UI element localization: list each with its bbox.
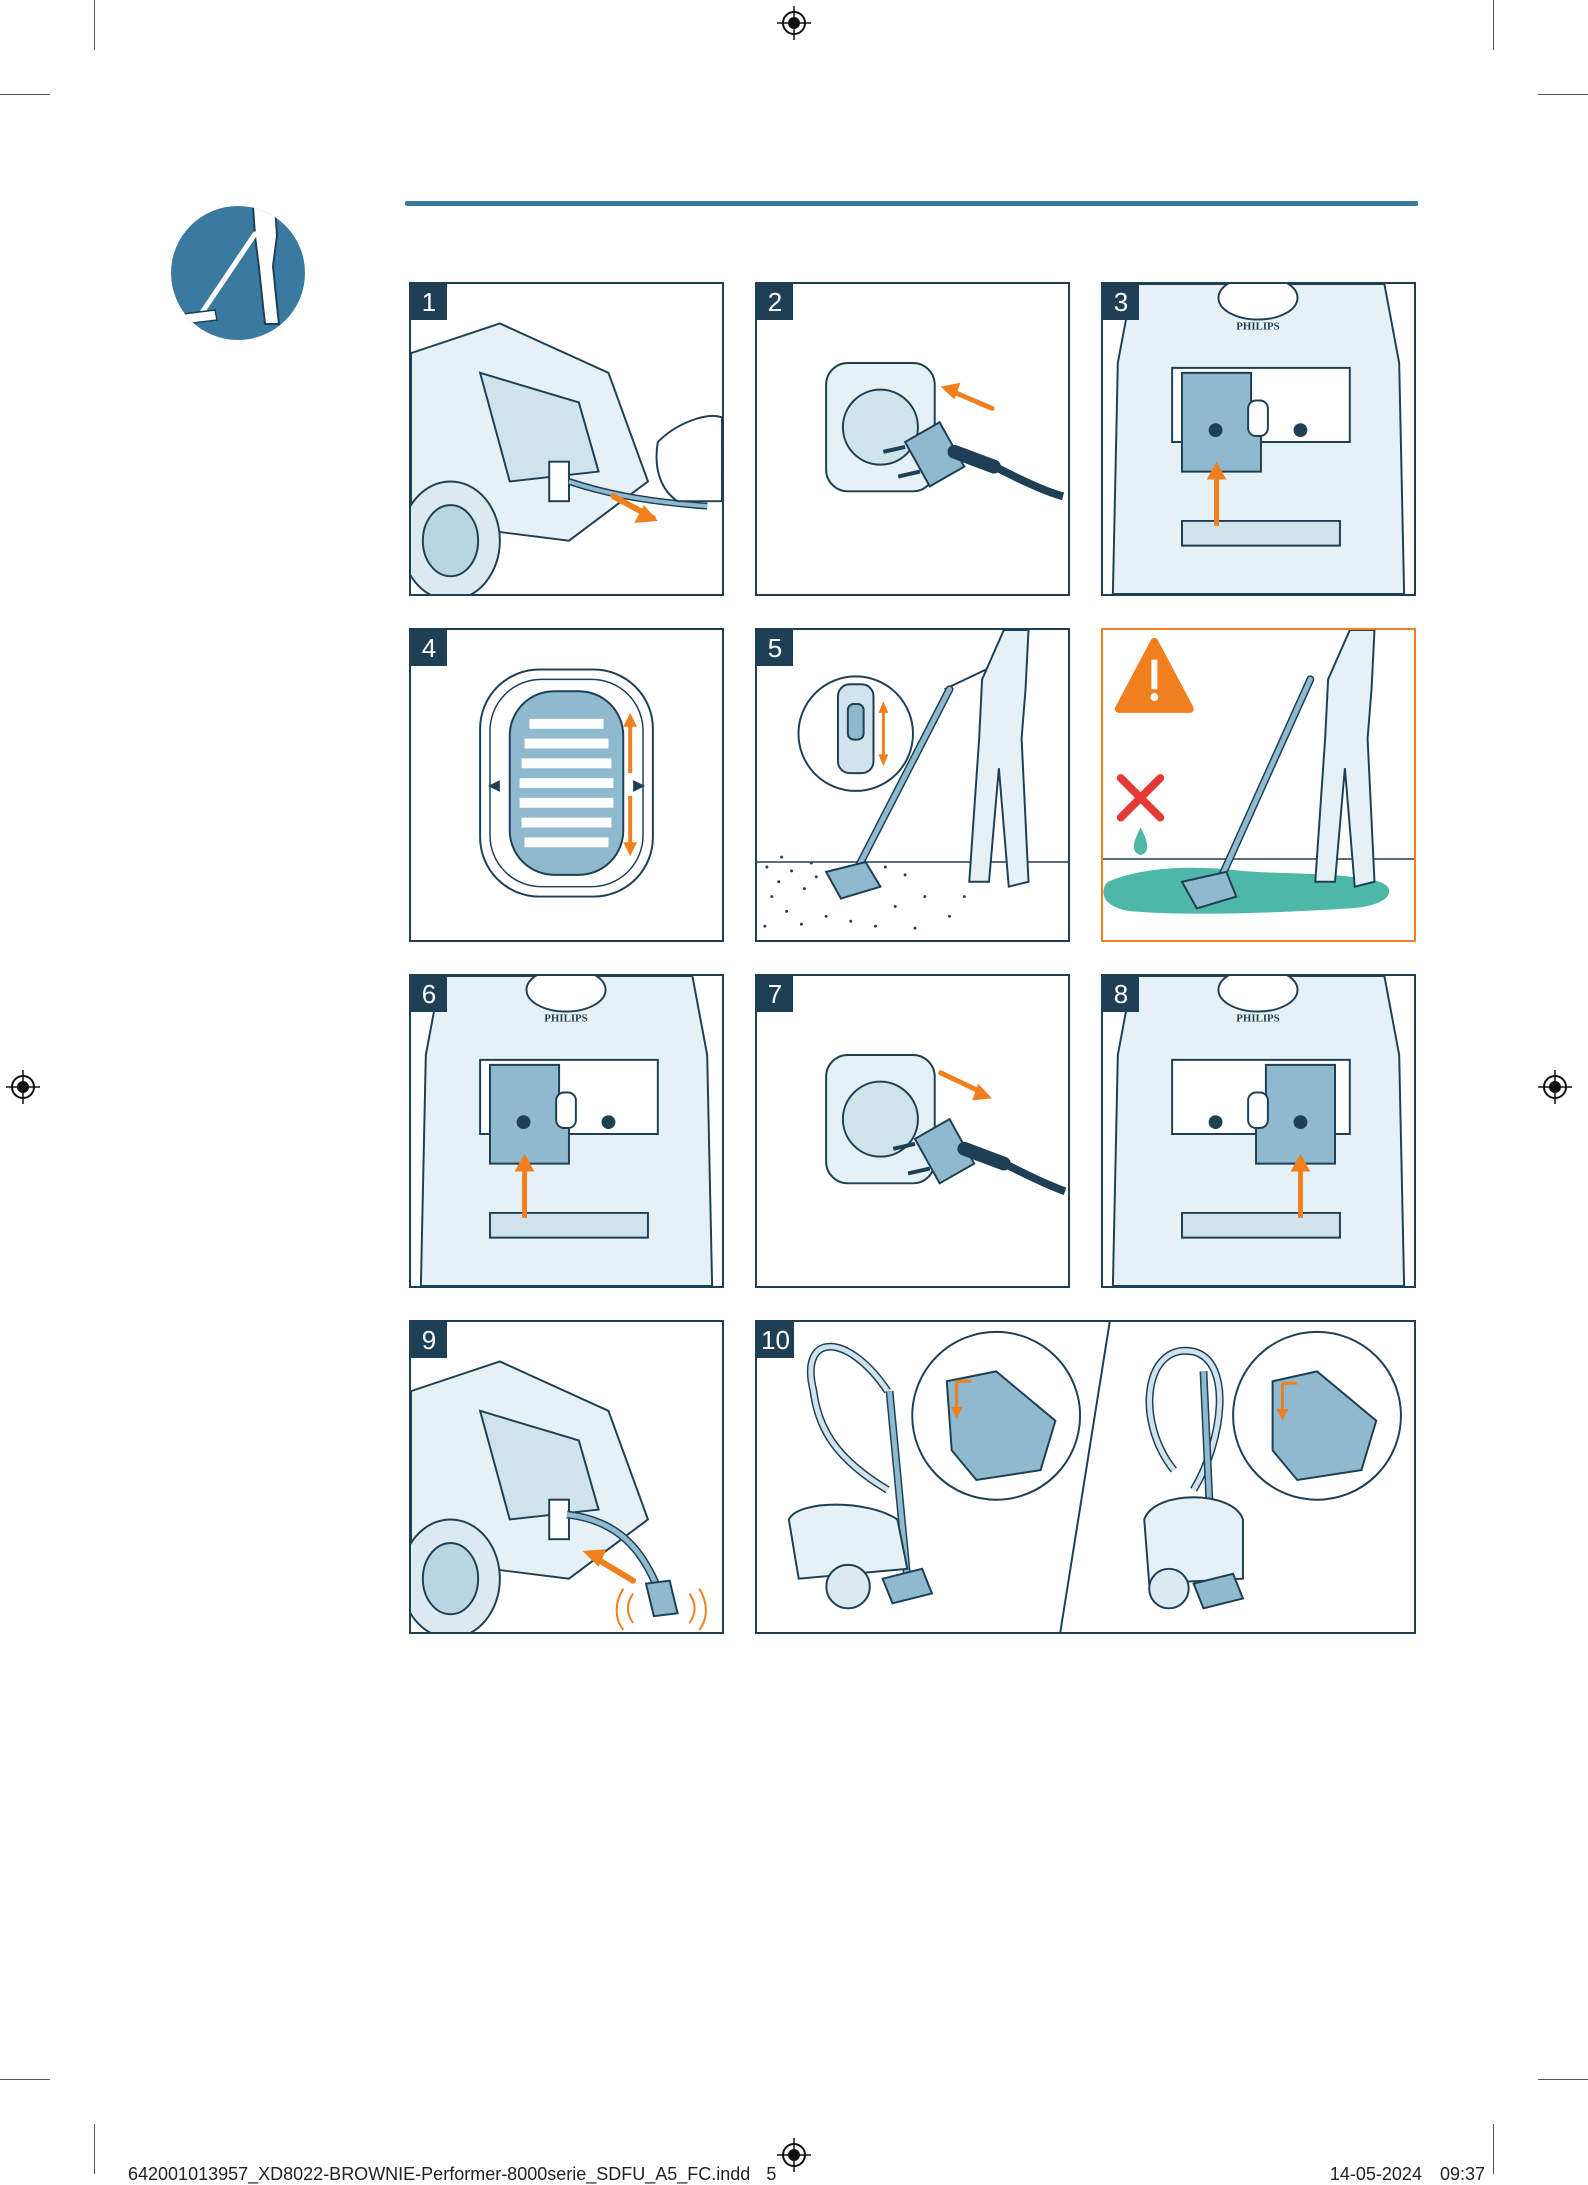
step-number: 5: [757, 630, 793, 666]
cord-rewind-button-icon: PHILIPS: [1111, 976, 1406, 1286]
brand-logo: PHILIPS: [544, 1012, 587, 1024]
telescopic-tube-adjust-icon: [757, 630, 1068, 930]
step-number: 4: [411, 630, 447, 666]
pull-cord-icon: [411, 322, 722, 594]
footer-date: 14-05-2024: [1329, 2164, 1422, 2184]
warning-panel: [1101, 628, 1416, 942]
step-panel-6: 6 PHILIPS: [409, 974, 724, 1288]
storage-park-position-icon: [787, 1322, 1402, 1632]
step-panel-8: 8 PHILIPS: [1101, 974, 1416, 1288]
crop-mark: [1493, 0, 1494, 50]
footer-timestamp: 14-05-2024 09:37: [1330, 2164, 1485, 2185]
step-number: 8: [1103, 976, 1139, 1012]
crop-mark: [0, 2079, 50, 2080]
crop-mark: [94, 2124, 95, 2174]
registration-mark-icon: [777, 6, 811, 40]
step-panel-7: 7: [755, 974, 1070, 1288]
crop-mark: [0, 94, 50, 95]
vacuuming-person-icon: [182, 206, 281, 325]
section-badge: [171, 206, 305, 340]
power-switch-off-icon: PHILIPS: [419, 976, 714, 1286]
step-number: 10: [757, 1322, 794, 1358]
footer-file-info: 642001013957_XD8022-BROWNIE-Performer-80…: [128, 2164, 776, 2185]
step-panel-2: 2: [755, 282, 1070, 596]
step-number: 2: [757, 284, 793, 320]
step-number: 7: [757, 976, 793, 1012]
brand-logo: PHILIPS: [1236, 320, 1279, 332]
warning-no-wet-surface-icon: [1103, 630, 1414, 914]
step-number: 1: [411, 284, 447, 320]
plug-into-socket-icon: [825, 361, 1065, 501]
step-panel-1: 1: [409, 282, 724, 596]
crop-mark: [1493, 2124, 1494, 2174]
unplug-from-socket-icon: [825, 1053, 1067, 1195]
registration-mark-icon: [6, 1070, 40, 1104]
step-number: 9: [411, 1322, 447, 1358]
step-number: 6: [411, 976, 447, 1012]
section-header-rule: [405, 201, 1418, 206]
cord-rewinding-icon: [411, 1360, 707, 1632]
footer-filename: 642001013957_XD8022-BROWNIE-Performer-80…: [128, 2164, 751, 2184]
registration-mark-icon: [777, 2138, 811, 2172]
step-panel-9: 9: [409, 1320, 724, 1634]
registration-mark-icon: [1538, 1070, 1572, 1104]
crop-mark: [1538, 94, 1588, 95]
step-panel-4: 4: [409, 628, 724, 942]
power-switch-on-icon: PHILIPS: [1111, 284, 1406, 594]
power-control-slider-icon: [479, 668, 654, 898]
step-number: 3: [1103, 284, 1139, 320]
step-panel-10: 10: [755, 1320, 1416, 1634]
footer-page-number: 5: [766, 2164, 777, 2184]
crop-mark: [94, 0, 95, 50]
step-panel-5: 5: [755, 628, 1070, 942]
crop-mark: [1538, 2079, 1588, 2080]
brand-logo: PHILIPS: [1236, 1012, 1279, 1024]
step-panel-3: 3 PHILIPS: [1101, 282, 1416, 596]
footer-time: 09:37: [1439, 2164, 1485, 2184]
